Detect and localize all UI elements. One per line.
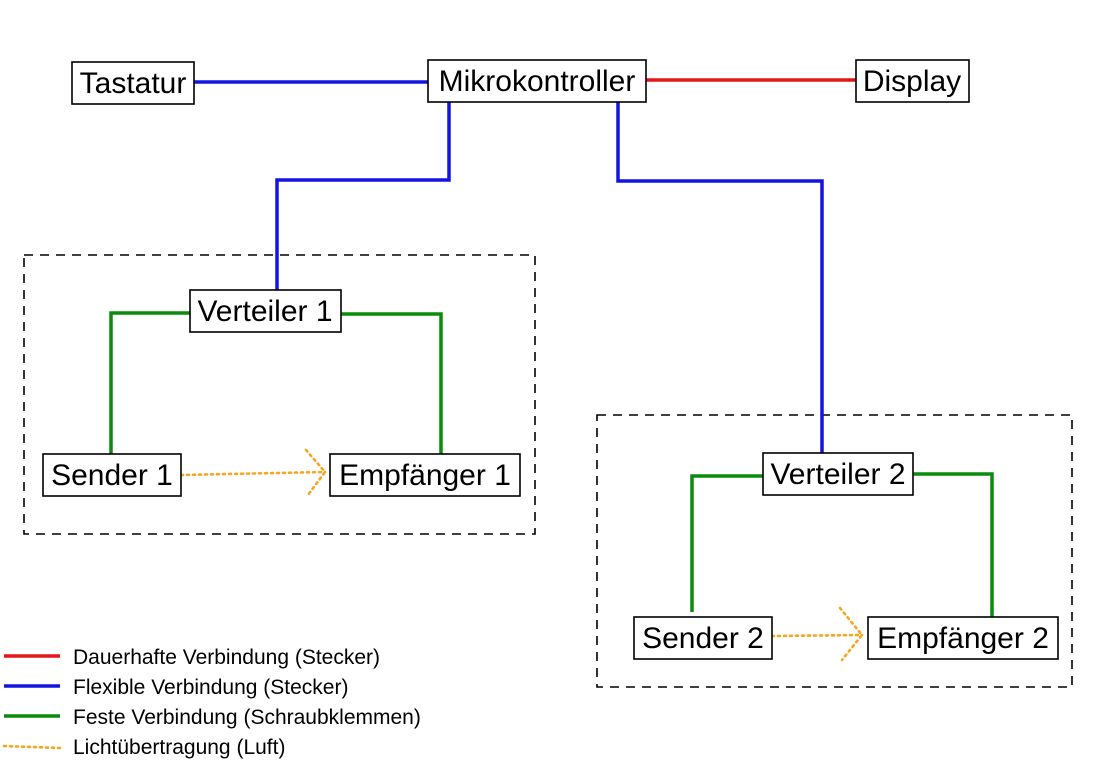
wire-mikrokontroller-verteiler1 [275, 102, 451, 291]
node-empfaenger1-label: Empfänger 1 [339, 459, 511, 492]
wire-verteiler1-sender1 [109, 311, 190, 454]
node-empfaenger2-label: Empfänger 2 [877, 622, 1049, 655]
node-verteiler1-label: Verteiler 1 [197, 295, 332, 328]
node-display: Display [855, 59, 970, 103]
wire-verteiler1-empfaenger1 [341, 312, 443, 454]
legend: Dauerhafte Verbindung (Stecker) Flexible… [2, 646, 421, 759]
wire-mikrokontroller-verteiler2 [616, 102, 824, 453]
light-link-1 [179, 448, 327, 497]
legend-item-fest: Feste Verbindung (Schraubklemmen) [4, 706, 421, 729]
group-frame-1 [23, 254, 536, 535]
node-empfaenger2: Empfänger 2 [867, 616, 1059, 660]
node-verteiler2-label: Verteiler 2 [770, 458, 905, 491]
node-sender2: Sender 2 [633, 616, 773, 660]
node-sender2-label: Sender 2 [642, 622, 764, 655]
node-tastatur: Tastatur [71, 61, 195, 105]
legend-label-flexibel: Flexible Verbindung (Stecker) [73, 676, 348, 699]
legend-label-fest: Feste Verbindung (Schraubklemmen) [73, 706, 421, 729]
node-tastatur-label: Tastatur [80, 67, 187, 100]
legend-item-licht: Lichtübertragung (Luft) [2, 736, 285, 759]
legend-swatch-orange [2, 744, 62, 750]
node-verteiler1: Verteiler 1 [189, 289, 342, 333]
legend-item-dauerhaft: Dauerhafte Verbindung (Stecker) [4, 646, 380, 669]
node-sender1-label: Sender 1 [51, 459, 173, 492]
legend-label-dauerhaft: Dauerhafte Verbindung (Stecker) [73, 646, 380, 669]
wire-verteiler2-empfaenger2 [913, 472, 994, 617]
light-link-2 [770, 606, 864, 662]
node-empfaenger1: Empfänger 1 [329, 453, 521, 497]
legend-item-flexibel: Flexible Verbindung (Stecker) [4, 676, 348, 699]
group-frame-2 [596, 414, 1073, 688]
node-sender1: Sender 1 [42, 453, 182, 497]
node-verteiler2: Verteiler 2 [762, 452, 914, 496]
node-display-label: Display [863, 65, 961, 98]
legend-label-licht: Lichtübertragung (Luft) [73, 736, 285, 759]
node-mikrokontroller-label: Mikrokontroller [439, 65, 636, 98]
wire-verteiler2-sender2 [690, 474, 763, 612]
node-mikrokontroller: Mikrokontroller [427, 59, 647, 103]
